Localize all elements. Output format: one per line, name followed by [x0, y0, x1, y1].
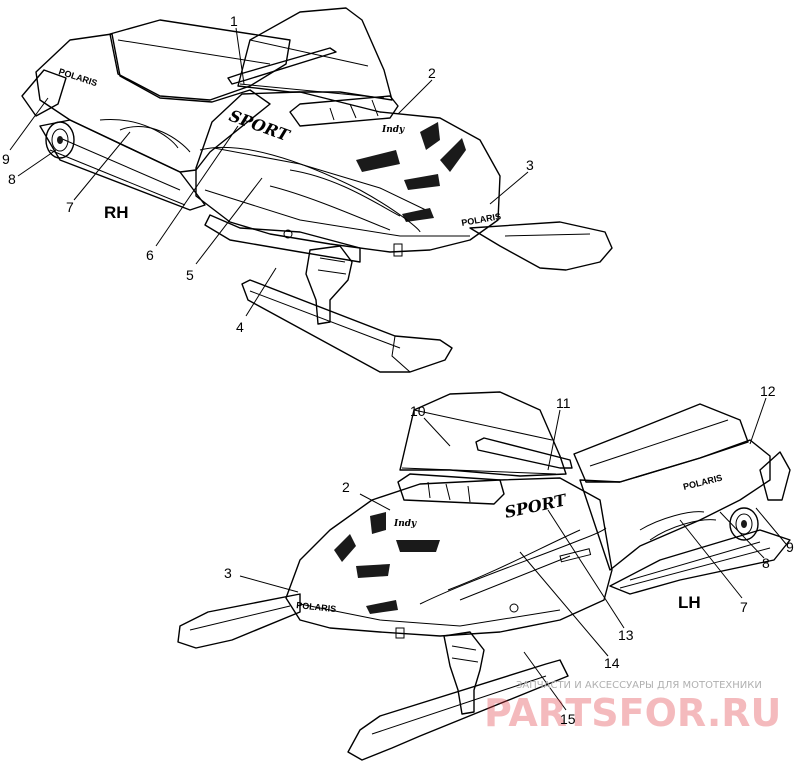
rh-hood-polaris-decal: POLARIS	[461, 211, 502, 228]
callout-lh-12: 12	[760, 383, 776, 399]
callout-lh-7: 7	[740, 599, 748, 615]
lh-rear-bumper	[759, 451, 791, 501]
callout-rh-5: 5	[186, 267, 194, 283]
rh-windshield	[237, 7, 393, 101]
lh-indy-decal: Indy	[393, 519, 417, 529]
callout-rh-8: 8	[8, 171, 16, 187]
lh-seat	[573, 403, 749, 483]
callout-lh-11: 11	[556, 395, 571, 411]
callout-lh-13: 13	[618, 627, 634, 643]
watermark: ЗАПЧАСТИ И АКСЕССУАРЫ ДЛЯ МОТОТЕХНИКИ PA…	[484, 680, 781, 735]
lh-rear-ski	[177, 593, 301, 649]
callout-lh-14: 14	[604, 655, 620, 671]
lh-body	[285, 439, 771, 637]
callout-rh-1: 1	[230, 13, 238, 29]
lh-handlebar	[475, 437, 573, 469]
callout-lh-10: 10	[410, 403, 426, 419]
rh-headlight-pod	[289, 95, 399, 127]
rh-view-label: RH	[104, 203, 129, 222]
lh-leader-lines	[239, 397, 787, 711]
lh-sport-decal: SPORT	[503, 490, 569, 522]
lh-view-label: LH	[678, 593, 701, 612]
lh-spindle	[443, 631, 485, 715]
callout-rh-2: 2	[428, 65, 436, 81]
rh-callouts: 1 2 3 4 5 6 7 8 9	[2, 13, 534, 335]
lh-windshield	[399, 391, 567, 477]
callout-rh-9: 9	[2, 151, 10, 167]
lh-polaris-decal: POLARIS	[682, 473, 723, 492]
rh-handlebar	[227, 47, 337, 85]
callout-lh-2: 2	[342, 479, 350, 495]
callout-lh-8: 8	[762, 555, 770, 571]
lh-front-ski	[347, 659, 569, 761]
snowmobile-rh: POLARIS SPORT Indy POLARIS	[21, 7, 613, 373]
callout-lh-15: 15	[560, 711, 576, 727]
callout-rh-7: 7	[66, 199, 74, 215]
callout-lh-9: 9	[786, 539, 794, 555]
lh-rear-wheel	[729, 507, 759, 541]
callout-lh-3: 3	[224, 565, 232, 581]
watermark-tagline: ЗАПЧАСТИ И АКСЕССУАРЫ ДЛЯ МОТОТЕХНИКИ	[516, 680, 762, 691]
rh-rear-wheel	[45, 121, 75, 159]
lh-headlight-pod	[397, 473, 505, 505]
rh-spindle	[305, 245, 353, 325]
rh-indy-decal: Indy	[381, 125, 405, 135]
rh-rear-bumper	[21, 69, 67, 117]
rh-body	[35, 33, 501, 253]
callout-rh-4: 4	[236, 319, 244, 335]
rh-right-ski	[241, 279, 453, 373]
callout-rh-3: 3	[526, 157, 534, 173]
rh-leader-lines	[9, 27, 529, 317]
lh-track	[609, 529, 791, 595]
lh-hood-polaris-decal: POLARIS	[296, 600, 337, 614]
callout-rh-6: 6	[146, 247, 154, 263]
lh-callouts: 2 3 7 8 9 10 11 12 13 14 15	[224, 383, 794, 727]
rh-left-ski	[469, 221, 613, 271]
watermark-site: PARTSFOR.RU	[484, 691, 781, 735]
